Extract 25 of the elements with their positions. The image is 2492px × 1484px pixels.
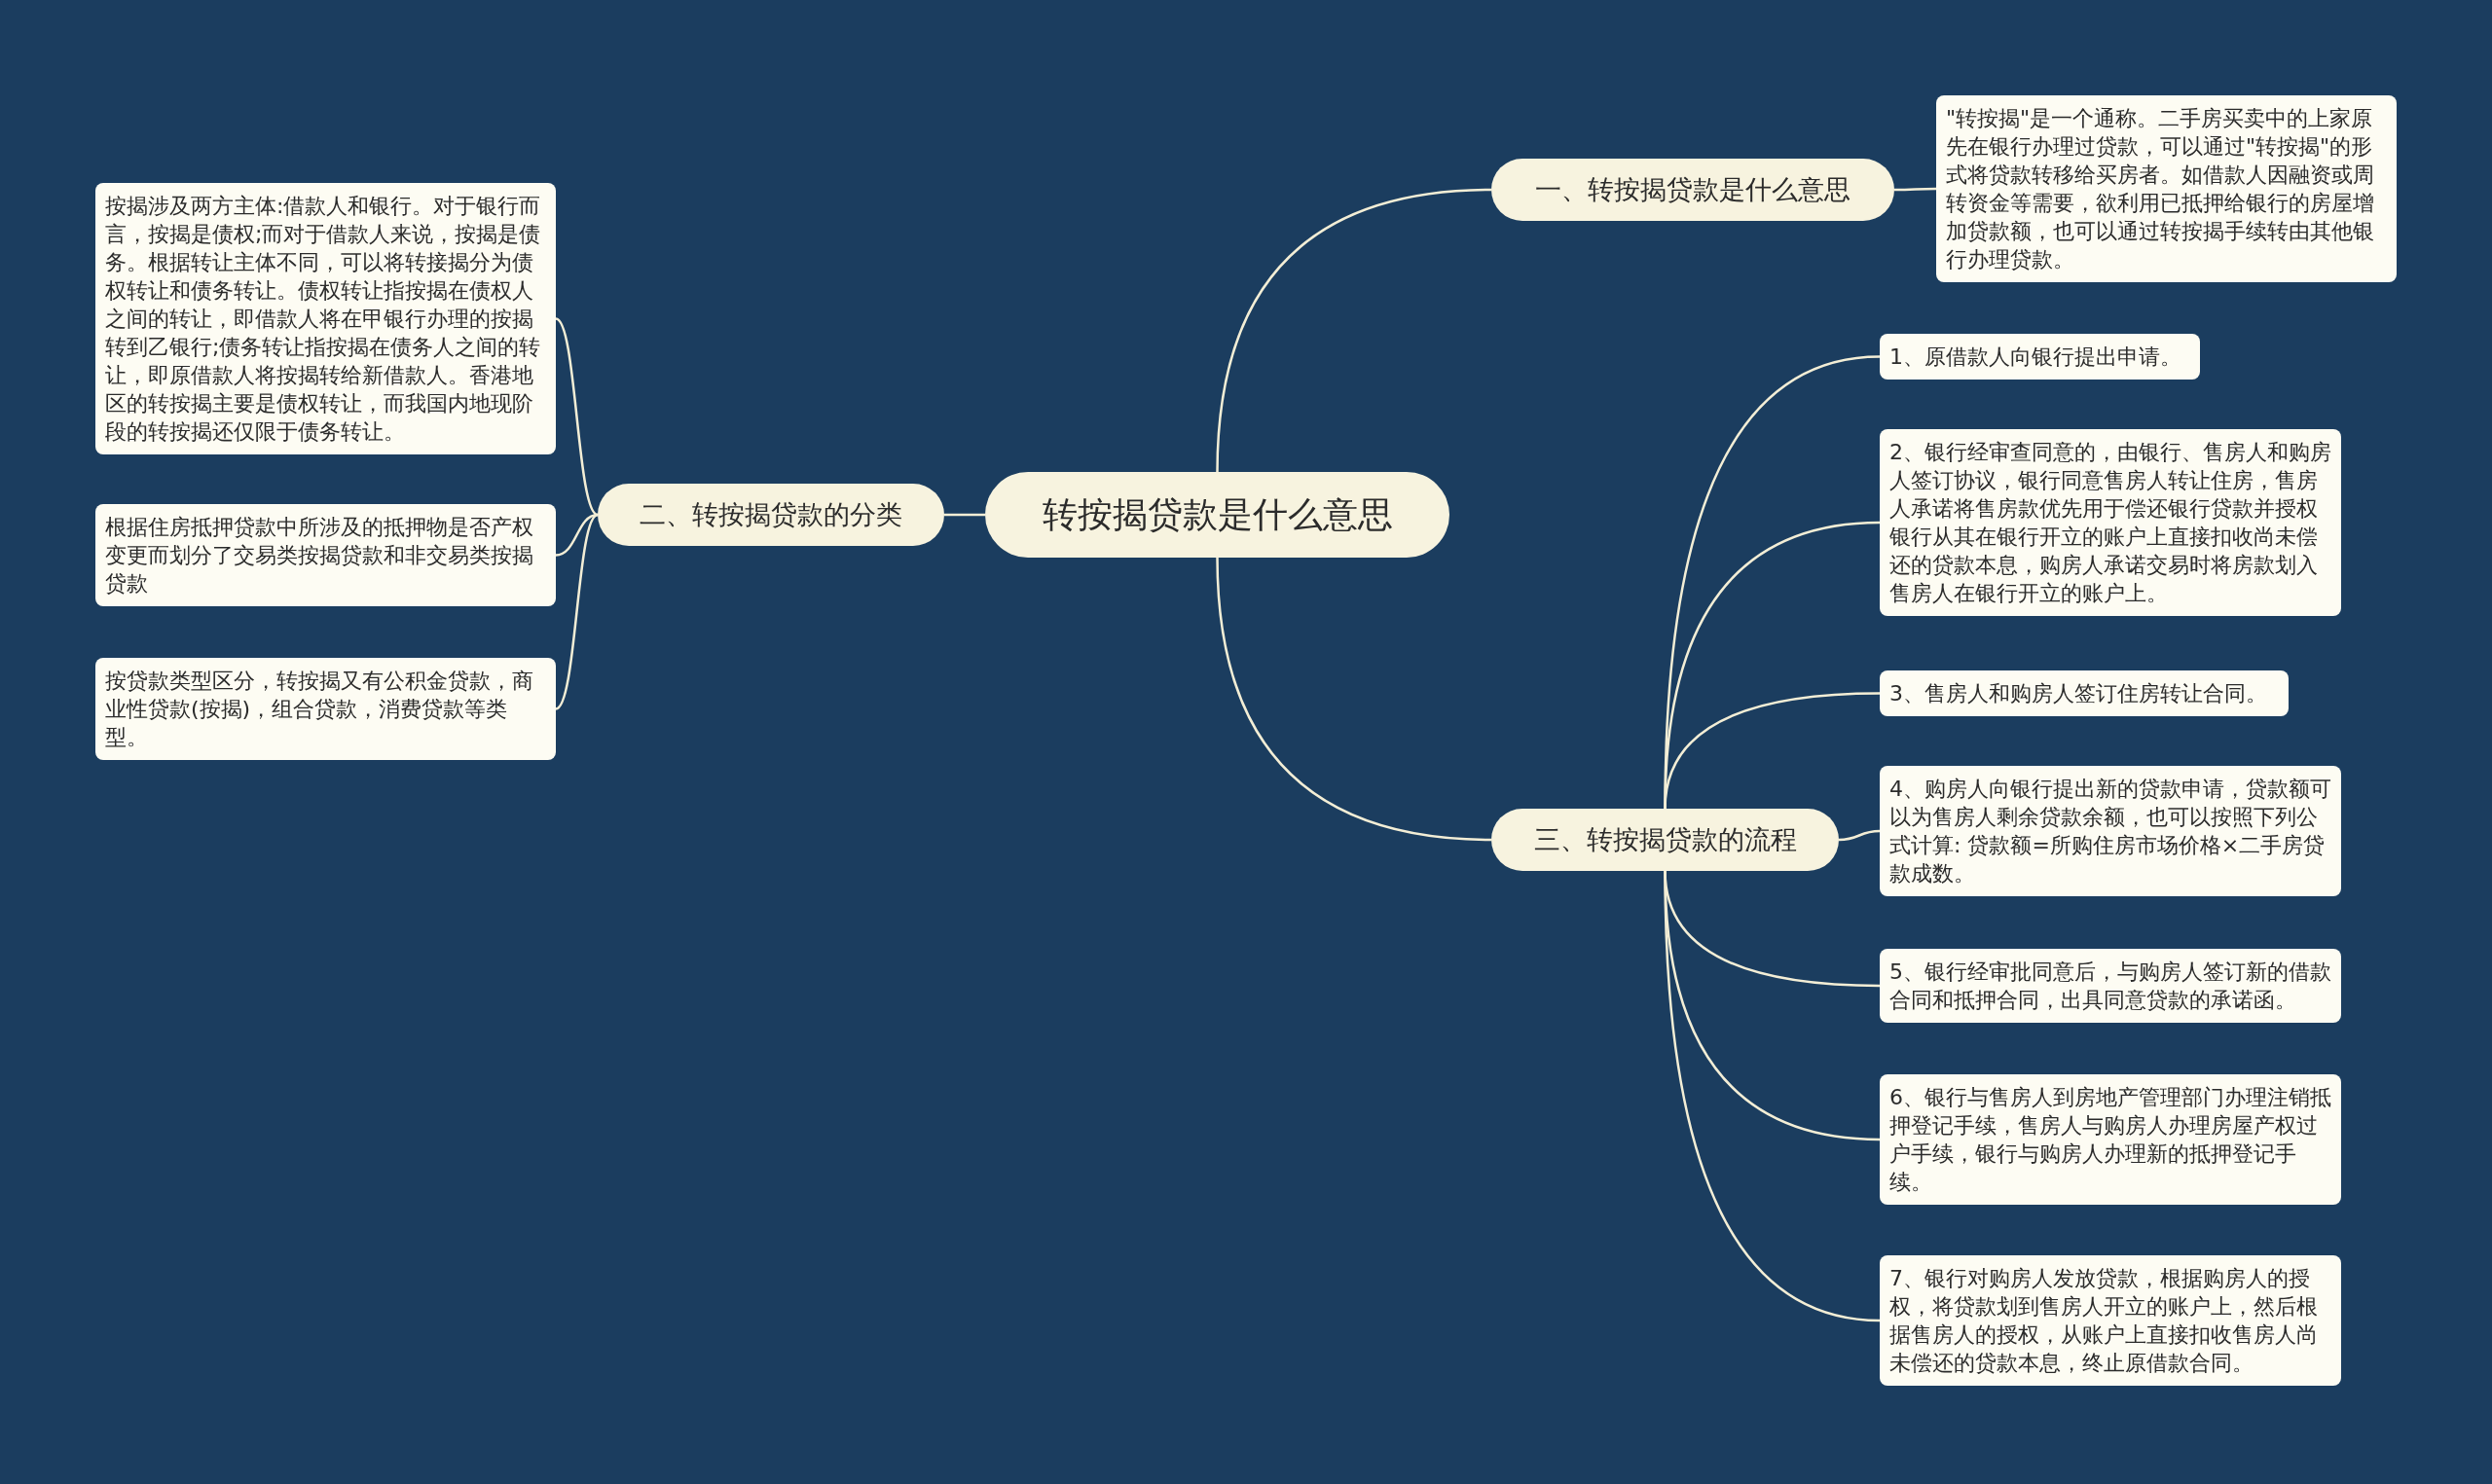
text-card: 按揭涉及两方主体:借款人和银行。对于银行而言，按揭是债权;而对于借款人来说，按揭是债务。根据转让主体不同，可以将转接揭分为债权转让和债务转让。债权转让指按揭在债权人之间的转让，即借款人将在甲银行办理的按揭转到乙银行;债务转让指按揭在债务人之间的转让，即原借款人将按揭转给新借款人。香港地区的转按揭主要是债权转让，而我国内地现阶段的转按揭还仅限于债务转让。: [95, 183, 556, 454]
connector-line: [1216, 557, 1492, 842]
text-card: 3、售房人和购房人签订住房转让合同。: [1880, 670, 2289, 716]
connector-line: [1894, 187, 1936, 192]
text-card: 6、银行与售房人到房地产管理部门办理注销抵押登记手续，售房人与购房人办理房屋产权过户手续，银行与购房人办理新的抵押登记手续。: [1880, 1074, 2341, 1205]
connector-line: [1664, 870, 1881, 1322]
branch-topic: 二、转按揭贷款的分类: [598, 484, 944, 546]
branch-topic: 三、转按揭贷款的流程: [1491, 809, 1839, 871]
connector-line: [555, 514, 599, 710]
text-card: 根据住房抵押贷款中所涉及的抵押物是否产权变更而划分了交易类按揭贷款和非交易类按揭贷款: [95, 504, 556, 606]
text-card: 按贷款类型区分，转按揭又有公积金贷款，商业性贷款(按揭)，组合贷款，消费贷款等类型。: [95, 658, 556, 760]
central-topic: 转按揭贷款是什么意思: [985, 472, 1449, 558]
text-card: 2、银行经审查同意的，由银行、售房人和购房人签订协议，银行同意售房人转让住房，售房人承诺将售房款优先用于偿还银行贷款并授权银行从其在银行开立的账户上直接扣收尚未偿还的贷款本息，购房人承诺交易时将房款划入售房人在银行开立的账户上。: [1880, 429, 2341, 616]
connector-line: [1838, 829, 1881, 842]
connector-line: [555, 317, 599, 516]
connector-line: [1216, 188, 1492, 473]
connector-line: [555, 513, 599, 557]
branch-topic: 一、转按揭贷款是什么意思: [1491, 159, 1894, 221]
text-card: 1、原借款人向银行提出申请。: [1880, 334, 2200, 380]
text-card: 4、购房人向银行提出新的贷款申请，贷款额可以为售房人剩余贷款余额，也可以按照下列公式计算: 贷款额=所购住房市场价格×二手房贷款成数。: [1880, 766, 2341, 896]
text-card: "转按揭"是一个通称。二手房买卖中的上家原先在银行办理过贷款，可以通过"转按揭"的形式将贷款转移给买房者。如借款人因融资或周转资金等需要，欲利用已抵押给银行的房屋增加贷款额，也可以通过转按揭手续转由其他银行办理贷款。: [1936, 95, 2397, 282]
connector-line: [944, 513, 985, 517]
text-card: 7、银行对购房人发放贷款，根据购房人的授权，将贷款划到售房人开立的账户上，然后根据售房人的授权，从账户上直接扣收售房人尚未偿还的贷款本息，终止原借款合同。: [1880, 1255, 2341, 1386]
text-card: 5、银行经审批同意后，与购房人签订新的借款合同和抵押合同，出具同意贷款的承诺函。: [1880, 949, 2341, 1023]
connector-line: [1664, 692, 1881, 810]
